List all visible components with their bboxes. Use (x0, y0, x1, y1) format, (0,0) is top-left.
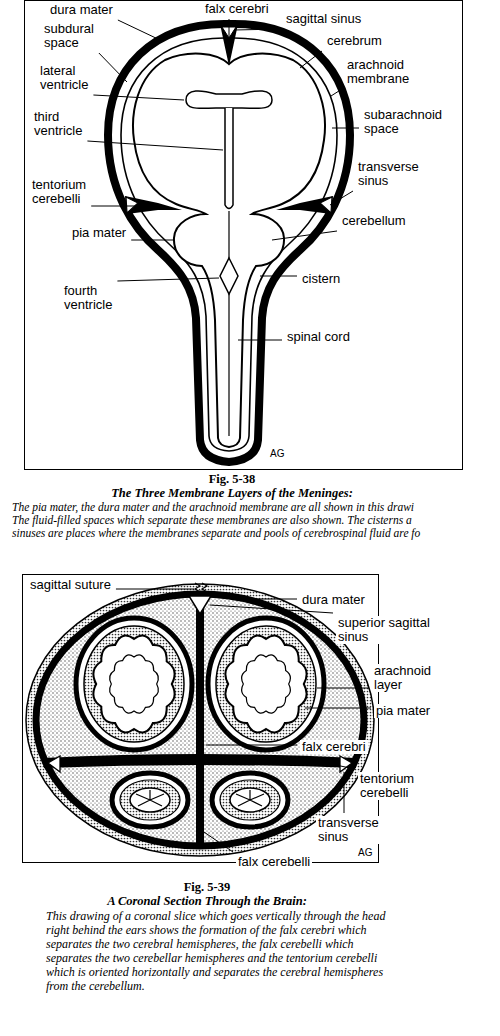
arbor-vitae (136, 790, 164, 806)
aqueduct (228, 211, 229, 258)
sagittal-sinus (189, 596, 211, 614)
arachnoid (216, 626, 316, 742)
brain-outline (133, 54, 325, 447)
dura-ring (36, 594, 364, 846)
central-canal (228, 294, 229, 436)
structure-label: arachnoid layer (372, 664, 433, 692)
structure-label: subarachnoid space (362, 108, 444, 136)
lateral-ventricle (186, 91, 272, 108)
structure-label: superior sagittal sinus (336, 616, 440, 644)
transverse-sinus (126, 197, 138, 213)
structure-label: lateral ventricle (38, 64, 90, 92)
white-matter (242, 655, 291, 713)
leader-line (305, 708, 371, 709)
figure-number: Fig. 5-39 (5, 880, 409, 894)
leader-line (206, 745, 297, 746)
cortex (225, 636, 306, 733)
transverse-sinus (340, 756, 352, 772)
caption-text: The pia mater, the dura mater and the ar… (10, 501, 416, 514)
leader-line (99, 53, 127, 82)
leader-line (238, 340, 282, 341)
structure-label: pia mater (70, 226, 128, 240)
hemisphere (76, 618, 192, 750)
structure-label: sagittal suture (28, 578, 113, 592)
leader-line (229, 19, 230, 50)
structure-label: transverse sinus (316, 816, 381, 844)
structure-label: subdural space (42, 22, 96, 50)
structure-label: tentorium cerebelli (358, 772, 416, 800)
arbor-vitae (236, 790, 264, 806)
structure-label: dura mater (48, 3, 115, 17)
leader-line (344, 772, 345, 813)
cortex (93, 636, 174, 733)
figure-title: A Coronal Section Through the Brain: (5, 894, 409, 908)
leader-line (326, 763, 355, 769)
fourth-ventricle (220, 258, 238, 294)
leader-line (300, 51, 322, 68)
leader-line (87, 141, 223, 150)
cerebellum-layer (220, 780, 280, 820)
leader-line (131, 240, 174, 241)
transverse-sinus (48, 756, 60, 772)
third-ventricle (225, 108, 233, 209)
leader-line (118, 20, 160, 40)
cerebellum-core (230, 788, 270, 812)
figure-title: The Three Membrane Layers of the Meninge… (30, 486, 434, 500)
artist-signature: AG (356, 847, 374, 858)
leader-line (117, 278, 219, 281)
figure-frame (25, 1, 463, 470)
cerebellum-layer (120, 780, 180, 820)
structure-label: falx cerebri (203, 2, 271, 16)
white-matter (110, 655, 159, 713)
structure-label: spinal cord (285, 330, 352, 344)
structure-label: falx cerebelli (236, 855, 312, 869)
falx-cerebri (196, 598, 204, 758)
leader-line (244, 599, 297, 600)
arachnoid-outline (121, 38, 337, 451)
leader-line (93, 95, 184, 100)
leader-line (234, 29, 281, 30)
leader-group (87, 19, 371, 852)
structure-label: third ventricle (32, 110, 84, 138)
cerebellum (112, 773, 188, 827)
structure-label: fourth ventricle (62, 284, 114, 312)
cerebellum (212, 773, 288, 827)
structure-label: transverse sinus (356, 160, 421, 188)
structure-label: falx cerebri (300, 740, 368, 754)
leader-line (116, 589, 194, 590)
artist-signature: AG (268, 448, 286, 459)
structure-label: pia mater (374, 704, 432, 718)
caption-text: The fluid-filled spaces which separate t… (10, 514, 414, 527)
structure-label: cistern (300, 272, 342, 286)
arachnoid (84, 626, 184, 742)
figure-number: Fig. 5-38 (30, 472, 434, 486)
structure-label: arachnoid membrane (345, 58, 411, 86)
leader-line (204, 832, 233, 852)
hemisphere (208, 618, 324, 750)
leader-line (331, 89, 342, 96)
structure-label: cerebrum (325, 34, 384, 48)
leader-line (317, 688, 369, 689)
cerebellum-core (130, 788, 170, 812)
dura-outline (108, 24, 350, 462)
caption-text: This drawing of a coronal slice which go… (44, 909, 400, 993)
caption-text: sinuses are places where the membranes s… (10, 527, 422, 540)
structure-label: tentorium cerebelli (30, 178, 88, 206)
structure-label: sagittal sinus (284, 12, 363, 26)
leader-line (332, 128, 359, 129)
structure-label: cerebellum (340, 214, 408, 228)
leader-line (272, 231, 337, 240)
tentorium (44, 754, 356, 768)
leader-line (330, 191, 353, 205)
tentorium (276, 196, 333, 214)
leader-line (91, 206, 146, 207)
falx-cerebelli (196, 760, 204, 844)
tentorium (125, 196, 182, 214)
structure-label: dura mater (300, 593, 367, 607)
leader-line (260, 276, 297, 277)
